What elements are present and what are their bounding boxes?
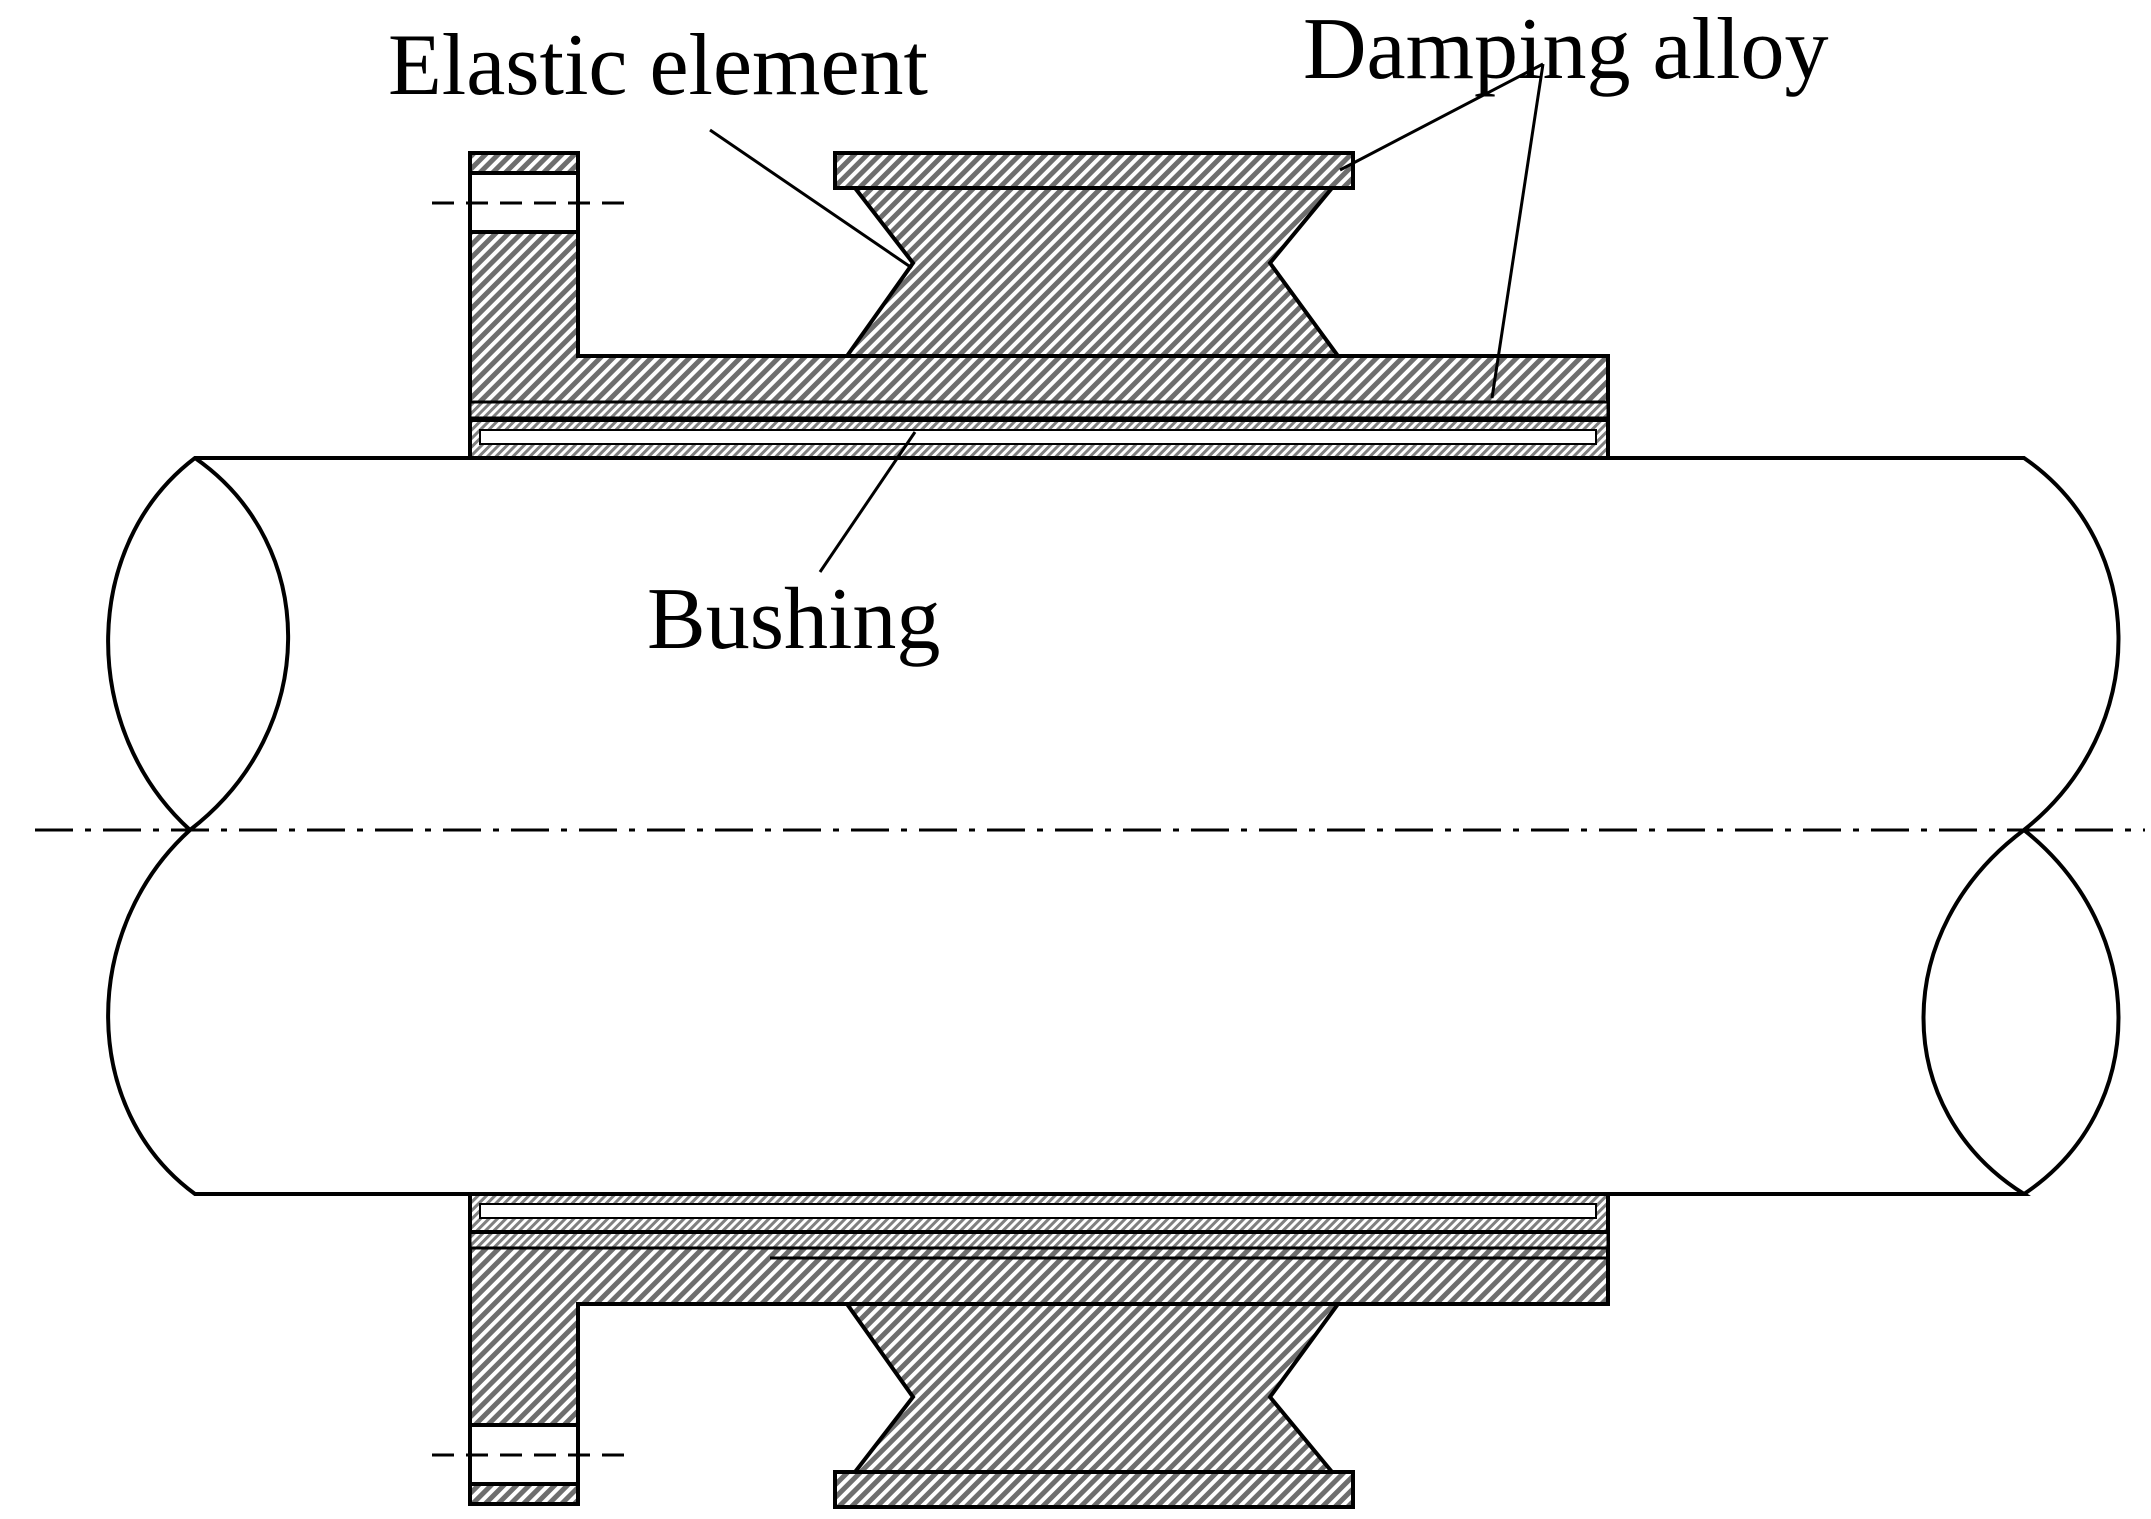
- lower-damping-alloy-layer: [468, 1230, 1610, 1250]
- upper-damping-alloy-layer: [468, 400, 1610, 420]
- shaft-body-outline: [106, 456, 2121, 1196]
- upper-elastic-element: [843, 186, 1342, 358]
- lower-damping-alloy-plate: [833, 1470, 1355, 1509]
- lower-bolt-hole: [468, 1423, 580, 1486]
- bushing-label: Bushing: [647, 571, 940, 668]
- lower-flange-cap: [468, 1482, 580, 1506]
- lower-elastic-element: [843, 1302, 1342, 1474]
- lower-bushing-gap: [479, 1203, 1597, 1219]
- lower-assembly: [432, 1192, 1610, 1509]
- elastic-element-leader: [709, 128, 913, 270]
- shaft: [106, 456, 2121, 1196]
- upper-bushing-gap: [479, 429, 1597, 445]
- upper-assembly: [432, 151, 1610, 460]
- bushing-leader: [818, 431, 917, 573]
- damping-alloy-label: Damping alloy: [1303, 1, 1828, 98]
- damping-alloy-leader-layer: [1490, 63, 1545, 399]
- leader-lines: [709, 62, 1545, 573]
- upper-flange-cap: [468, 151, 580, 175]
- shaft-right-break-line: [2022, 828, 2121, 1196]
- elastic-element-label: Elastic element: [388, 17, 928, 114]
- damping-alloy-leader-plate: [1339, 62, 1544, 172]
- upper-damping-alloy-plate: [833, 151, 1355, 190]
- shaft-left-break-line: [188, 456, 291, 832]
